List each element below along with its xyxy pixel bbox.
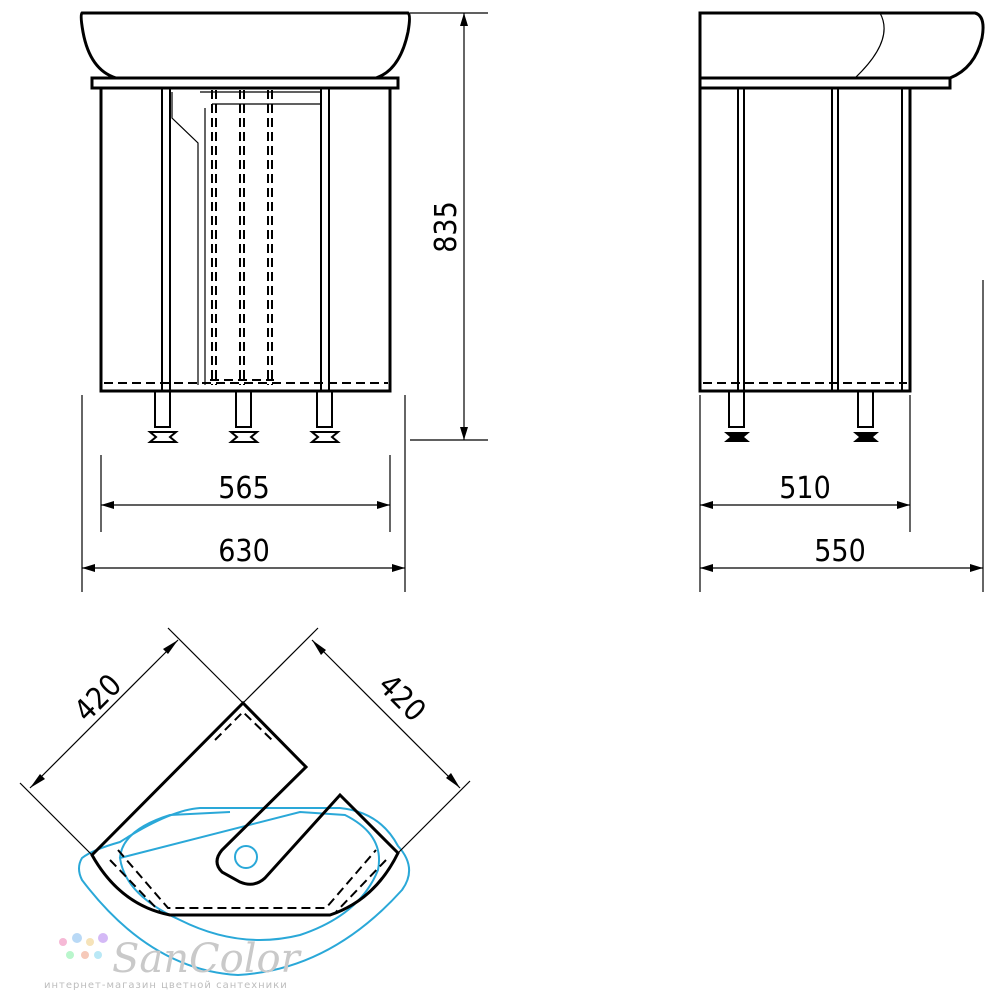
side-b-label: 420	[371, 668, 432, 729]
side-inner-depth-dimension: 510	[699, 395, 911, 592]
front-height-dimension: 835	[410, 12, 488, 441]
watermark-tagline: интернет-магазин цветной сантехники	[44, 980, 288, 991]
top-view: 420 420	[19, 627, 471, 977]
front-inner-width-dimension: 565	[100, 455, 391, 532]
side-basin	[698, 11, 985, 80]
height-label: 835	[429, 201, 464, 253]
inner-width-label: 565	[218, 471, 270, 506]
watermark: SanColor интернет-магазин цветной сантех…	[44, 933, 303, 991]
top-basin-outline	[78, 807, 410, 977]
watermark-dots-icon	[59, 933, 108, 959]
side-outer-depth-dimension: 550	[700, 280, 984, 592]
drain-icon	[234, 845, 258, 869]
outer-width-label: 630	[218, 534, 270, 569]
outer-depth-label: 550	[814, 534, 866, 569]
front-basin	[79, 11, 411, 80]
front-view: 835 565 630	[79, 11, 488, 592]
front-cabinet-body	[99, 86, 392, 393]
front-shelf-outline	[171, 91, 320, 385]
front-legs	[147, 390, 341, 443]
top-side-b-dimension: 420	[242, 627, 471, 854]
watermark-brand: SanColor	[112, 936, 303, 982]
front-outer-width-dimension: 630	[81, 395, 406, 592]
inner-depth-label: 510	[779, 471, 831, 506]
side-view: 510 550	[698, 11, 985, 592]
side-legs	[724, 390, 879, 442]
side-cabinet-body	[698, 86, 912, 393]
side-a-label: 420	[68, 668, 129, 729]
top-side-a-dimension: 420	[19, 627, 244, 856]
